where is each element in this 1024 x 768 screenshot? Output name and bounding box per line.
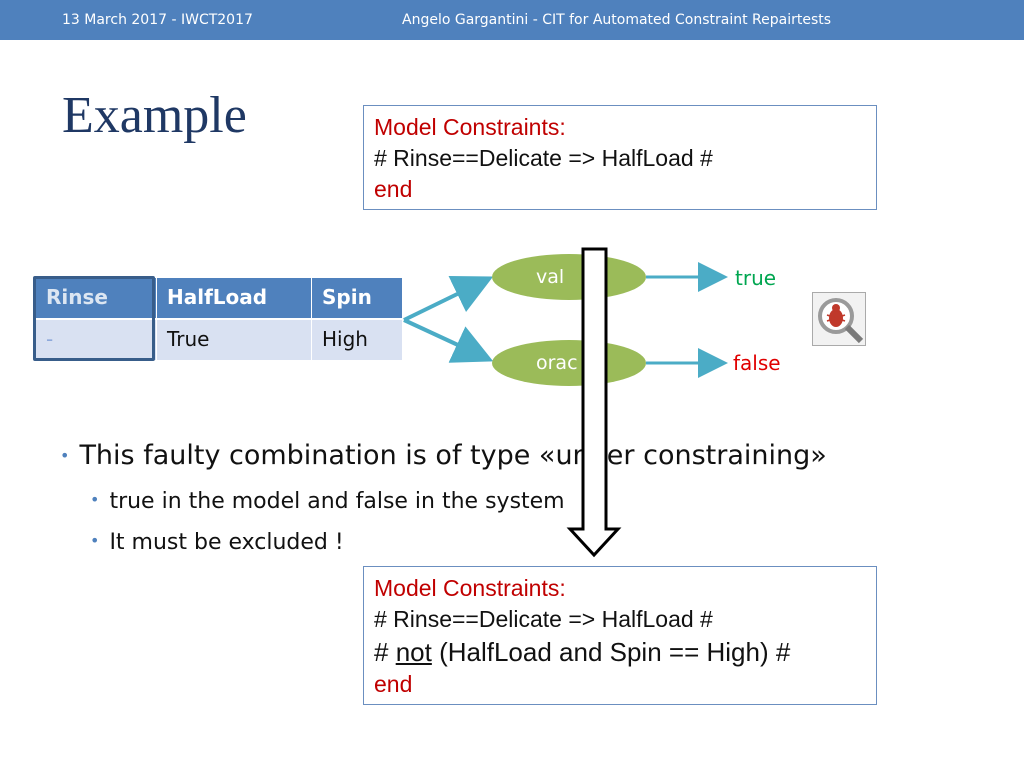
arrow-to-validator [403, 276, 494, 322]
table-cell-spin: High [312, 320, 402, 360]
rinse-column-highlight [33, 276, 155, 361]
constraint-not: not [395, 637, 432, 667]
constraint-body: (HalfLoad and Spin == High) # [431, 637, 791, 667]
table-header-spin: Spin [312, 278, 402, 318]
table-header-rinse: Rinse [36, 278, 156, 318]
table-header-halfload: HalfLoad [157, 278, 311, 318]
header-date: 13 March 2017 - IWCT2017 [62, 12, 253, 28]
arrow-to-oracle [403, 318, 494, 363]
constraint-line: # Rinse==Delicate => HalfLoad # [374, 145, 713, 171]
bullet-dot-icon: • [60, 446, 70, 465]
model-constraints-box-top: Model Constraints: # Rinse==Delicate => … [363, 105, 877, 210]
model-constraints-box-bottom: Model Constraints: # Rinse==Delicate => … [363, 566, 877, 705]
bullet-sub-1: • true in the model and false in the syst… [90, 489, 565, 514]
bullet-sub-2-text: It must be excluded ! [109, 530, 344, 555]
table-cell-rinse: - [36, 320, 156, 360]
constraint-line: # Rinse==Delicate => HalfLoad # [374, 606, 713, 632]
validator-oval: val [492, 254, 646, 300]
result-false: false [733, 351, 781, 375]
slide-title: Example [62, 87, 247, 144]
oracle-oval: orac [492, 340, 646, 386]
bullet-main: • This faulty combination is of type «und… [60, 440, 827, 471]
bullet-main-text: This faulty combination is of type «unde… [79, 440, 827, 471]
bullet-sub-2: • It must be excluded ! [90, 530, 344, 555]
constraints-label: Model Constraints: [374, 575, 566, 601]
constraints-label: Model Constraints: [374, 114, 566, 140]
result-true: true [735, 266, 777, 290]
header-bar: 13 March 2017 - IWCT2017 Angelo Garganti… [0, 0, 1024, 40]
header-author: Angelo Gargantini - CIT for Automated Co… [402, 12, 832, 28]
constraint-prefix: # [374, 637, 396, 667]
new-constraint-line: # not (HalfLoad and Spin == High) # [374, 637, 790, 668]
table-cell-halfload: True [157, 320, 311, 360]
bullet-dot-icon: • [90, 490, 100, 509]
bullet-sub-1-text: true in the model and false in the syste… [109, 489, 565, 514]
oracle-label: orac [536, 352, 578, 374]
validator-label: val [536, 266, 565, 288]
constraints-end: end [374, 176, 413, 202]
bullet-dot-icon: • [90, 531, 100, 550]
constraints-end: end [374, 671, 413, 697]
bug-magnifier-icon [812, 292, 866, 346]
